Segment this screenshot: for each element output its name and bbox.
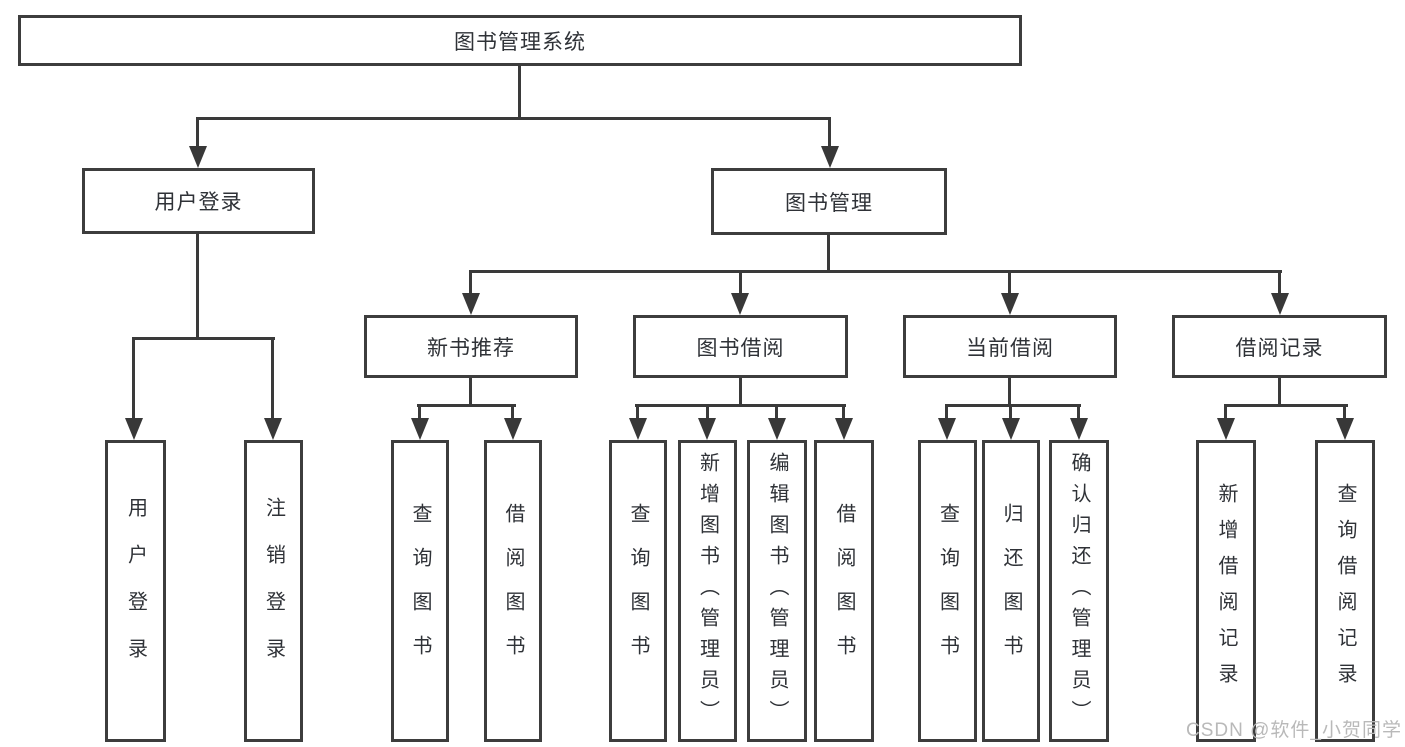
arrow-down-icon [731,293,749,315]
node-label: 借阅记录 [1235,336,1324,360]
connector-line [1224,404,1227,420]
connector-line [469,378,472,407]
leaf-borrow-books-recommend: 借阅图书 [484,440,542,742]
node-label: 编辑图书（管理员） [766,451,788,731]
connector-line [1009,404,1012,420]
connector-line [1278,270,1281,295]
leaf-borrow-book: 借阅图书 [814,440,874,742]
node-label: 查询借阅记录 [1334,483,1356,699]
node-label: 确认归还（管理员） [1068,451,1090,731]
connector-line [1077,404,1080,420]
node-label: 借阅图书 [833,503,855,679]
node-label: 注销登录 [262,497,285,685]
arrow-down-icon [1271,293,1289,315]
node-label: 图书管理 [785,191,873,215]
connector-line [1343,404,1346,420]
node-label: 新增图书（管理员） [696,451,719,731]
connector-line [271,337,274,420]
arrow-down-icon [125,418,143,440]
arrow-down-icon [629,418,647,440]
connector-line [418,404,421,420]
node-label: 图书管理系统 [454,30,586,54]
arrow-down-icon [264,418,282,440]
connector-line [1224,404,1348,407]
node-book-borrowing: 图书借阅 [633,315,848,378]
node-library-system: 图书管理系统 [18,15,1022,66]
leaf-query-borrow-record: 查询借阅记录 [1315,440,1375,742]
arrow-down-icon [821,146,839,168]
connector-line [469,270,1282,273]
leaf-add-book-admin: 新增图书（管理员） [678,440,737,742]
connector-line [739,270,742,295]
connector-line [196,117,831,120]
connector-line [706,404,709,420]
connector-line [518,65,521,120]
arrow-down-icon [835,418,853,440]
arrow-down-icon [462,293,480,315]
node-current-borrowing: 当前借阅 [903,315,1117,378]
node-label: 新增借阅记录 [1215,483,1237,699]
watermark: CSDN @软件_小贺同学 [1186,720,1402,741]
connector-line [417,404,516,407]
arrow-down-icon [768,418,786,440]
arrow-down-icon [1002,418,1020,440]
leaf-user-login: 用户登录 [105,440,166,742]
node-user-login: 用户登录 [82,168,315,234]
connector-line [511,404,514,420]
arrow-down-icon [189,146,207,168]
node-label: 用户登录 [124,497,147,685]
leaf-add-borrow-record: 新增借阅记录 [1196,440,1256,742]
node-borrow-records: 借阅记录 [1172,315,1387,378]
node-label: 图书借阅 [696,336,785,360]
node-book-management: 图书管理 [711,168,947,235]
connector-line [775,404,778,420]
arrow-down-icon [504,418,522,440]
arrow-down-icon [1217,418,1235,440]
connector-line [828,117,831,148]
node-new-book-recommend: 新书推荐 [364,315,578,378]
connector-line [132,337,275,340]
leaf-query-books-borrowing: 查询图书 [609,440,667,742]
arrow-down-icon [411,418,429,440]
leaf-query-books-recommend: 查询图书 [391,440,449,742]
arrow-down-icon [1001,293,1019,315]
arrow-down-icon [1070,418,1088,440]
node-label: 新书推荐 [427,336,515,360]
connector-line [945,404,948,420]
node-label: 用户登录 [154,191,243,214]
connector-line [1008,378,1011,407]
node-label: 归还图书 [1000,503,1022,679]
connector-line [1278,378,1281,407]
node-label: 查询图书 [627,503,649,679]
leaf-logout: 注销登录 [244,440,303,742]
node-label: 查询图书 [936,503,959,679]
leaf-query-books-current: 查询图书 [918,440,977,742]
connector-line [196,117,199,148]
leaf-edit-book-admin: 编辑图书（管理员） [747,440,807,742]
arrow-down-icon [1336,418,1354,440]
arrow-down-icon [938,418,956,440]
connector-line [739,378,742,407]
connector-line [636,404,639,420]
connector-line [945,404,1081,407]
connector-line [1008,270,1011,295]
connector-line [469,270,472,295]
arrow-down-icon [698,418,716,440]
node-label: 查询图书 [409,503,431,679]
connector-line [827,234,830,273]
node-label: 借阅图书 [502,503,524,679]
leaf-confirm-return-admin: 确认归还（管理员） [1049,440,1109,742]
connector-line [132,337,135,420]
connector-line [196,232,199,339]
connector-line [635,404,846,407]
leaf-return-book: 归还图书 [982,440,1040,742]
connector-line [842,404,845,420]
node-label: 当前借阅 [966,336,1054,360]
